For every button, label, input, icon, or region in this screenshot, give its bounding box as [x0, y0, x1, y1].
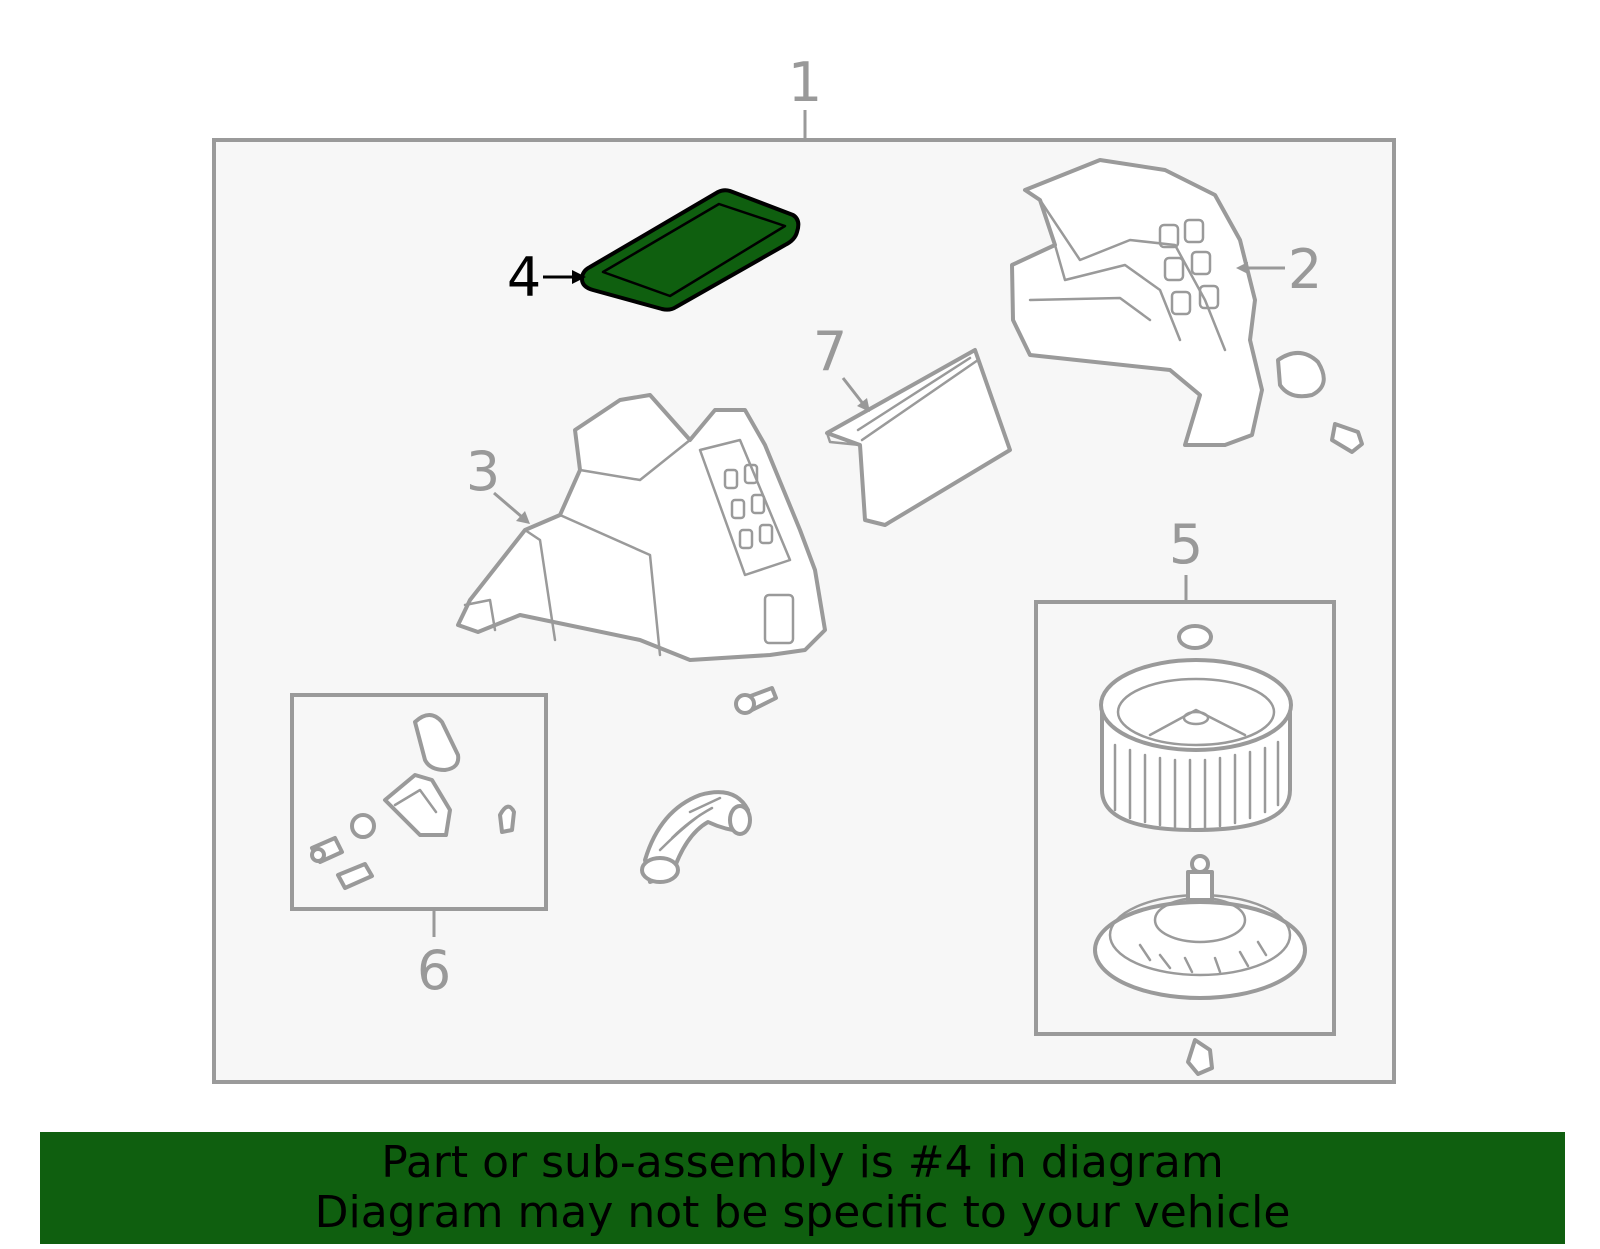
- callout-6: 6: [417, 939, 451, 1002]
- housing-part[interactable]: [456, 393, 827, 715]
- callout-3-arrow: [516, 511, 530, 524]
- callout-7: 7: [813, 320, 847, 383]
- callout-4-arrow: [572, 270, 586, 284]
- callout-2: 2: [1288, 238, 1322, 301]
- callout-1: 1: [788, 51, 822, 114]
- callout-3: 3: [466, 440, 500, 503]
- info-banner: Part or sub-assembly is #4 in diagram Di…: [40, 1132, 1565, 1244]
- blower-motor-part[interactable]: [1093, 624, 1307, 1076]
- small-parts-kit[interactable]: [310, 713, 516, 890]
- small-parts-box: [290, 693, 548, 911]
- blower-case-part[interactable]: [1010, 158, 1364, 454]
- drain-hose-part[interactable]: [640, 790, 752, 884]
- callout-3-leader: [493, 491, 523, 519]
- banner-line-part-number: Part or sub-assembly is #4 in diagram: [381, 1137, 1224, 1188]
- callout-7-leader: [841, 377, 866, 406]
- callout-2-arrow: [1236, 262, 1248, 274]
- callout-5: 5: [1169, 513, 1203, 576]
- seal-part-highlighted[interactable]: [580, 188, 801, 312]
- callout-7-arrow: [857, 398, 870, 412]
- banner-line-disclaimer: Diagram may not be specific to your vehi…: [314, 1187, 1291, 1238]
- filter-part[interactable]: [825, 348, 1012, 527]
- callout-4: 4: [507, 246, 541, 309]
